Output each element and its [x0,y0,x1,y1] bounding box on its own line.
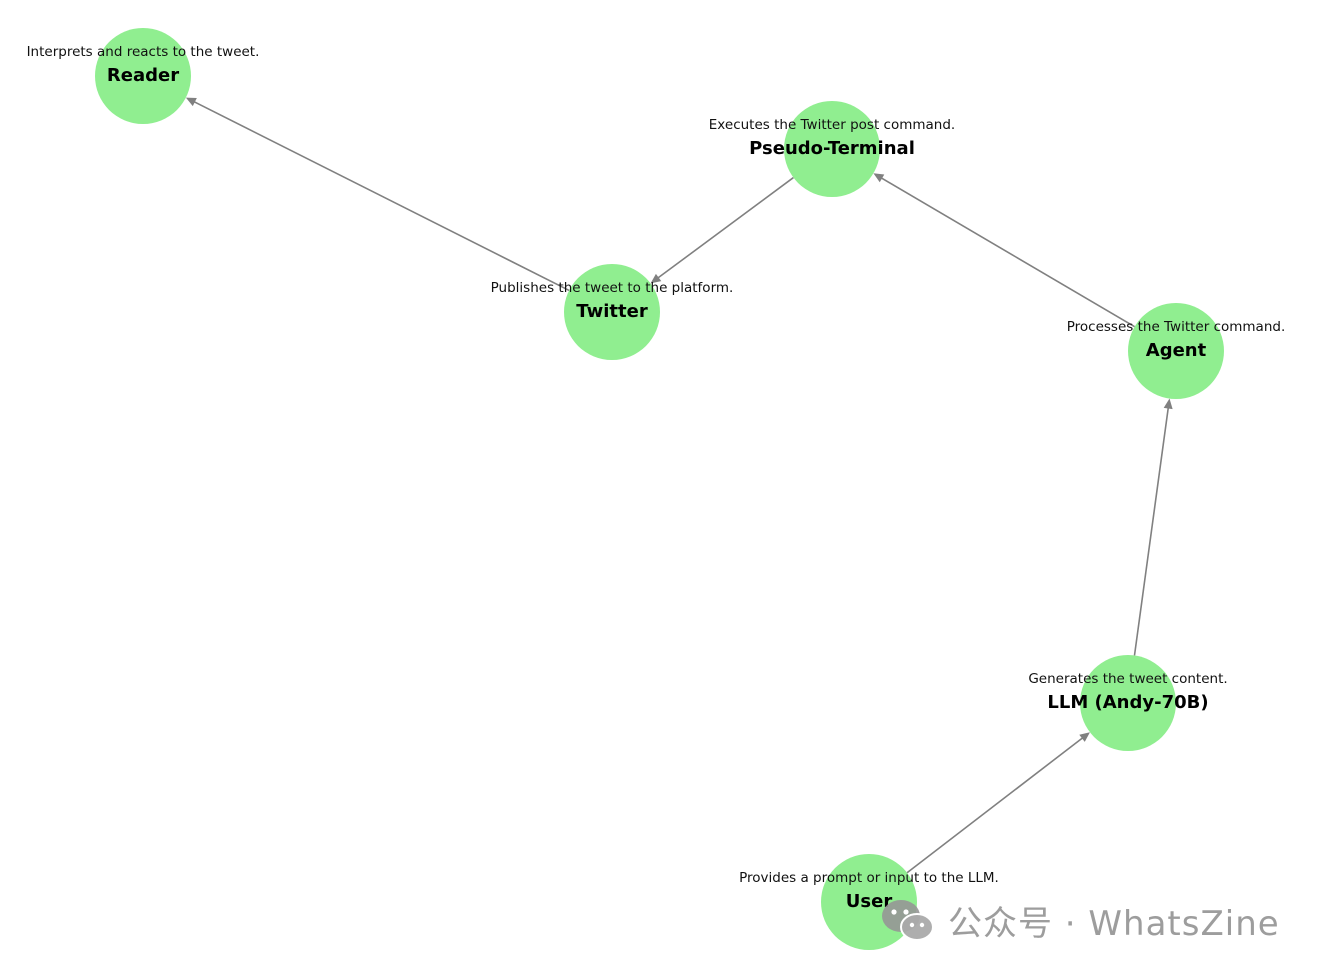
node-description: Generates the tweet content. [1028,671,1227,687]
edge-llm-to-agent [1133,398,1173,656]
node-agent: Processes the Twitter command. Agent [1067,303,1286,399]
node-label: Agent [1146,340,1207,361]
wechat-icon [882,900,934,941]
node-reader: Interprets and reacts to the tweet. Reade… [27,28,260,124]
node-description: Provides a prompt or input to the LLM. [739,870,999,886]
arrow-head [1079,732,1090,742]
node-twitter: Publishes the tweet to the platform. Twit… [491,264,734,360]
node-circle [1128,303,1224,399]
edge-twitter-to-reader [185,97,570,292]
edge-line [656,176,794,280]
edge-line [906,736,1085,874]
watermark: 公众号 · WhatsZine [880,893,1280,947]
node-label: Twitter [576,301,648,322]
edge-pseudo_terminal-to-twitter [650,176,794,284]
arrow-head [873,173,885,183]
arrow-head [185,97,197,107]
edges-layer [185,97,1173,874]
node-circle [1080,655,1176,751]
arrow-head [650,273,662,284]
edge-line [879,176,1136,328]
node-label: User [846,891,893,912]
edge-agent-to-pseudo_terminal [873,173,1136,328]
node-label: Pseudo-Terminal [749,138,915,159]
node-description: Interprets and reacts to the tweet. [27,44,260,60]
node-pseudo-terminal: Executes the Twitter post command. Pseudo… [709,101,955,197]
edge-line [1133,406,1170,656]
edge-user-to-llm [906,732,1090,874]
node-label: LLM (Andy-70B) [1047,692,1208,713]
watermark-text: 公众号 · WhatsZine [948,903,1280,944]
node-description: Executes the Twitter post command. [709,117,955,133]
arrow-head [1163,398,1173,410]
edge-line [192,100,570,292]
nodes-layer: Interprets and reacts to the tweet. Reade… [27,28,1286,950]
node-description: Processes the Twitter command. [1067,319,1286,335]
node-llm: Generates the tweet content. LLM (Andy-70… [1028,655,1228,751]
node-description: Publishes the tweet to the platform. [491,280,734,296]
node-circle [95,28,191,124]
node-circle [564,264,660,360]
node-circle [784,101,880,197]
node-label: Reader [107,65,179,86]
